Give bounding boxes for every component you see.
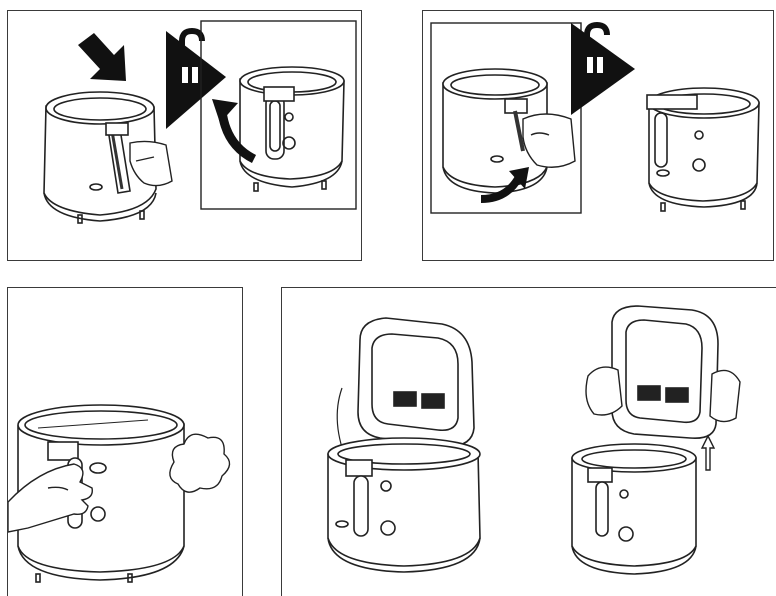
hand bbox=[522, 113, 576, 168]
unlock-icon bbox=[571, 21, 635, 115]
step-1-illustration bbox=[43, 20, 357, 224]
step-4-illustration bbox=[327, 305, 741, 575]
steam-cloud bbox=[169, 433, 231, 493]
fryer-illustration bbox=[43, 91, 157, 224]
fryer-lid-open bbox=[327, 317, 481, 573]
hand bbox=[8, 463, 93, 533]
fryer-illustration bbox=[17, 404, 185, 583]
step-2-panel bbox=[422, 10, 774, 261]
hands bbox=[585, 366, 741, 423]
arrow-down-icon bbox=[78, 33, 126, 81]
unlock-icon bbox=[166, 27, 226, 129]
step-3-panel bbox=[7, 287, 243, 596]
fryer-detail bbox=[646, 87, 760, 212]
step-2-illustration bbox=[430, 21, 760, 214]
step-1-panel bbox=[7, 10, 362, 261]
lid-removed bbox=[611, 305, 719, 440]
step-3-illustration bbox=[8, 404, 231, 583]
handle-lift-arrow-icon bbox=[480, 167, 529, 203]
fryer-base bbox=[571, 443, 697, 575]
arrow-up-icon bbox=[700, 434, 716, 471]
detail-inset bbox=[200, 20, 357, 210]
hand bbox=[129, 140, 173, 187]
step-4-panel bbox=[281, 287, 776, 596]
detail-inset bbox=[430, 22, 582, 214]
handle-rotate-arrow-icon bbox=[212, 99, 257, 164]
fryer-detail bbox=[239, 66, 345, 192]
fryer-illustration bbox=[442, 68, 548, 194]
